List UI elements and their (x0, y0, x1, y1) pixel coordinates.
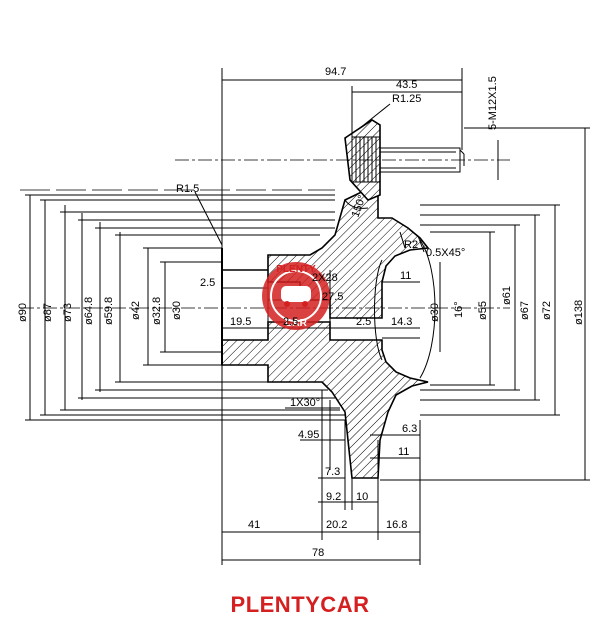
dim-d90: ø90 (17, 303, 29, 322)
logo-text-top: PLENTY (276, 264, 316, 275)
dim-d61: ø61 (501, 286, 513, 305)
dim-len-20-2: 20.2 (326, 519, 347, 531)
dim-d138: ø138 (573, 300, 585, 325)
dim-d59-8: ø59.8 (103, 297, 115, 325)
dim-d87: ø87 (42, 303, 54, 322)
centerlines (20, 159, 510, 309)
dimension-lines (25, 68, 590, 565)
dim-chamfer-1x30: 1X30° (290, 397, 320, 409)
dim-d32-8: ø32.8 (151, 297, 163, 325)
dim-len-7-3: 7.3 (325, 466, 340, 478)
dim-d72: ø72 (541, 301, 553, 320)
dim-len-11-low: 11 (398, 446, 409, 458)
dim-fillet-left: R1.5 (176, 183, 199, 195)
dim-chamfer-2x28: 2X28 (312, 272, 338, 284)
dim-chamfer: 0.5X45° (426, 247, 465, 259)
dim-d64-8: ø64.8 (83, 297, 95, 325)
dim-len-19-5: 19.5 (230, 316, 251, 328)
hub-section (221, 178, 430, 479)
dim-len-27-5: 27.5 (322, 291, 343, 303)
dim-bolt-offset: 43.5 (396, 79, 417, 91)
dim-overall-length: 94.7 (325, 66, 346, 78)
dim-len-16-8: 16.8 (386, 519, 407, 531)
dim-len-41: 41 (248, 519, 260, 531)
dim-len-9-2: 9.2 (326, 491, 341, 503)
dim-len-78: 78 (312, 547, 324, 559)
dim-d67: ø67 (519, 301, 531, 320)
dim-len-4-95: 4.95 (298, 429, 319, 441)
dim-len-14-3: 14.3 (391, 316, 412, 328)
dim-len-2-5-c: 2.5 (356, 316, 371, 328)
dim-stud-radius: R1.25 (392, 93, 421, 105)
brand-name: PLENTYCAR (230, 592, 370, 617)
dim-d42: ø42 (130, 301, 142, 320)
dim-len-2-5-b: 2.5 (283, 316, 298, 328)
logo-text-bottom: CAR (285, 318, 307, 329)
dim-d30-left: ø30 (171, 301, 183, 320)
dim-d73: ø73 (62, 303, 74, 322)
dim-d55: ø55 (477, 301, 489, 320)
plentycar-logo: PLENTY CAR (262, 262, 330, 330)
dim-len-2-5-a: 2.5 (200, 277, 215, 289)
dim-stud-thread: 5-M12X1.5 (487, 76, 499, 130)
dimension-labels: 94.7 43.5 R1.25 5-M12X1.5 R1.5 150° R2 0… (17, 66, 585, 559)
dim-angle-16: 16° (453, 301, 465, 318)
dim-len-10: 10 (356, 491, 368, 503)
dim-fillet-r2: R2 (404, 239, 418, 251)
dim-len-11-top: 11 (400, 270, 411, 282)
dim-d30-right: ø30 (429, 303, 441, 322)
dim-len-6-3: 6.3 (402, 423, 417, 435)
